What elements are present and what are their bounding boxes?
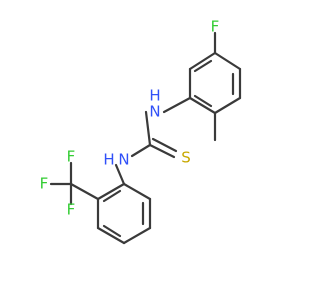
atom-F-cf3-left: F xyxy=(40,175,49,193)
molecule-canvas: F N H S N H F F F xyxy=(39,17,242,245)
bond-ring1-inner-3 xyxy=(193,59,213,73)
bond-ring2-3 xyxy=(122,226,152,245)
bond-C-N-lower xyxy=(130,143,152,158)
bond-ring2-6 xyxy=(96,182,126,201)
atom-F-top: F xyxy=(211,18,220,36)
bond-N-upper-C xyxy=(144,110,152,147)
bond-N-lower-ring2 xyxy=(114,163,126,186)
bond-ring1-3 xyxy=(213,96,242,115)
bond-ring2-CF3 xyxy=(69,182,100,201)
atom-F-cf3-bottom: F xyxy=(67,201,76,219)
bond-ring2-4 xyxy=(96,226,126,245)
atom-N-lower: N xyxy=(118,151,129,169)
molecule-structure: F N H S N H F F F xyxy=(40,18,242,245)
bond-ring2-1 xyxy=(122,182,152,201)
atom-H-upper: H xyxy=(149,87,160,105)
atom-S: S xyxy=(181,149,191,167)
bond-C-S-2 xyxy=(151,137,178,153)
bond-ring2-inner-2 xyxy=(102,224,122,238)
bond-ring1-N-upper xyxy=(162,96,192,114)
bond-ring2-inner-3 xyxy=(102,189,122,203)
bond-ring1-inner-2 xyxy=(193,94,213,108)
atom-H-lower: H xyxy=(103,151,114,169)
bond-ring1-4 xyxy=(188,96,217,115)
bond-ring1-1 xyxy=(213,51,242,71)
bonds xyxy=(49,31,242,245)
bond-ring1-6 xyxy=(188,51,217,71)
atom-F-cf3-top: F xyxy=(67,148,76,166)
bond-C-S-1 xyxy=(148,143,176,159)
atom-N-upper: N xyxy=(149,103,160,121)
atom-labels: F N H S N H F F F xyxy=(40,18,220,219)
